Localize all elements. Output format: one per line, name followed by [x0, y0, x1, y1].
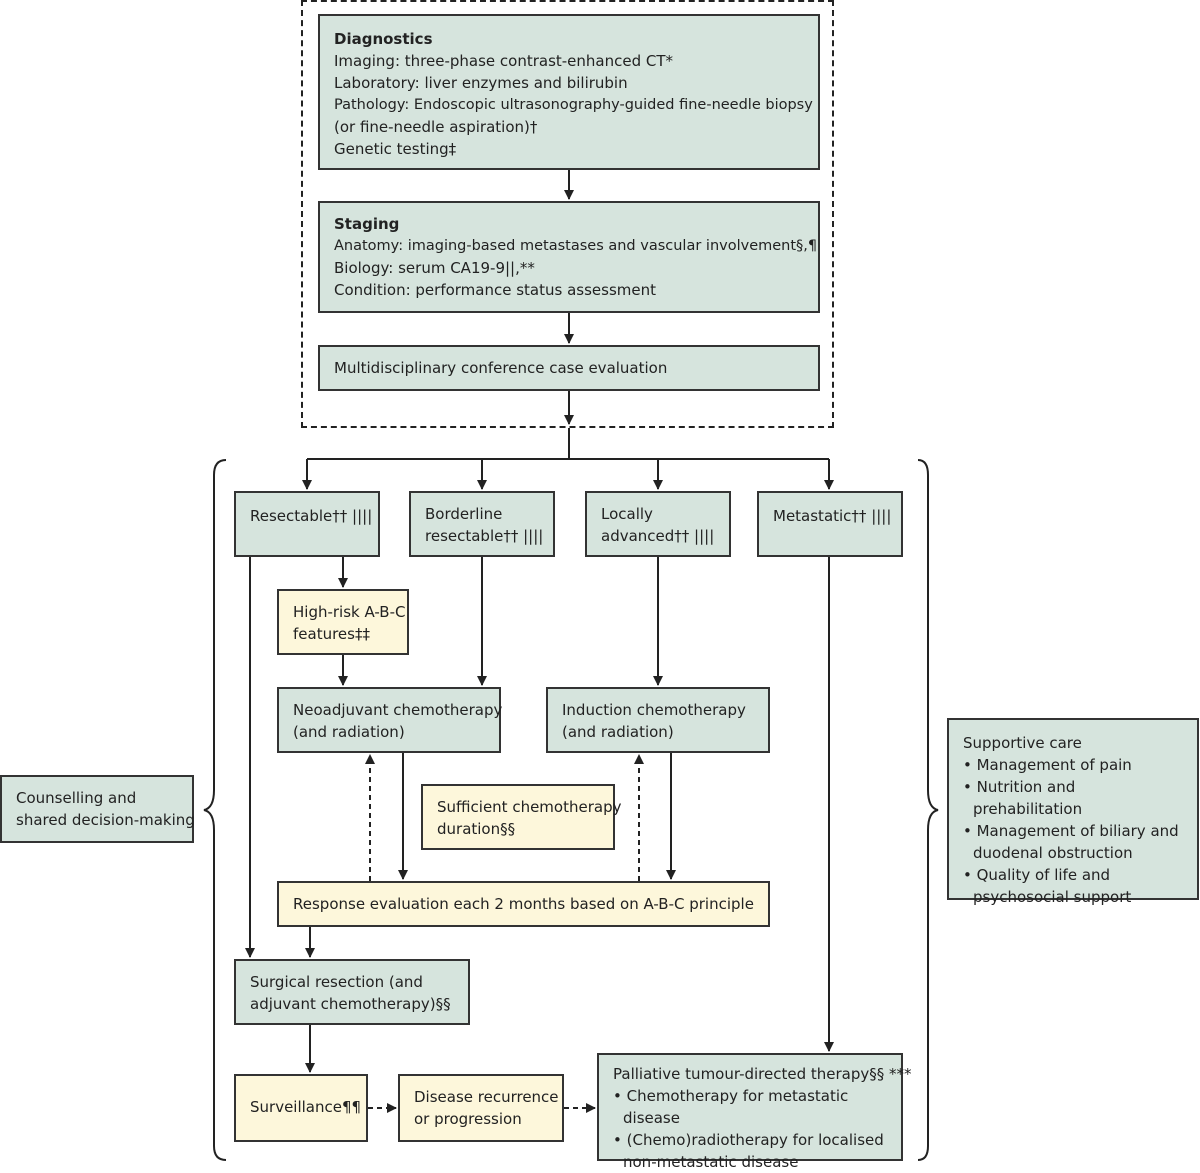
borderline-box: Borderline resectable†† |||| — [409, 491, 555, 557]
neoadjuvant-label-2: (and radiation) — [293, 723, 405, 741]
neoadjuvant-box: Neoadjuvant chemotherapy (and radiation) — [277, 687, 503, 753]
response-box: Response evaluation each 2 months based … — [277, 881, 770, 927]
resectable-box: Resectable†† |||| — [234, 491, 380, 557]
induction-box: Induction chemotherapy (and radiation) — [546, 687, 770, 753]
supportive-item-biliary: • Management of biliary and duodenal obs… — [963, 822, 1179, 862]
workup-dashed-frame — [301, 0, 834, 428]
diagnostics-genetic: Genetic testing‡ — [334, 140, 457, 158]
supportive-item-nutrition: • Nutrition and prehabilitation — [963, 778, 1083, 818]
diagnostics-title: Diagnostics — [334, 30, 433, 48]
borderline-label-2: resectable†† |||| — [425, 527, 544, 545]
palliative-title: Palliative tumour-directed therapy§§ *** — [613, 1065, 912, 1083]
supportive-item-quality: • Quality of life and psychosocial suppo… — [963, 866, 1132, 906]
diagnostics-pathology: Pathology: Endoscopic ultrasonography-gu… — [334, 97, 813, 113]
conference-box: Multidisciplinary conference case evalua… — [318, 345, 820, 391]
supportive-item-pain: • Management of pain — [963, 756, 1132, 774]
high-risk-label-2: features‡‡ — [293, 625, 370, 643]
recurrence-label-2: or progression — [414, 1110, 522, 1128]
metastatic-box: Metastatic†† |||| — [757, 491, 903, 557]
left-brace — [203, 459, 227, 1161]
counselling-label-1: Counselling and — [16, 789, 137, 807]
staging-anatomy: Anatomy: imaging-based metastases and va… — [334, 238, 818, 254]
locally-advanced-label-1: Locally — [601, 505, 653, 523]
diagnostics-imaging: Imaging: three-phase contrast-enhanced C… — [334, 52, 674, 70]
surveillance-label: Surveillance¶¶ — [250, 1098, 362, 1116]
staging-condition: Condition: performance status assessment — [334, 281, 657, 299]
locally-advanced-box: Locally advanced†† |||| — [585, 491, 731, 557]
sufficient-label-1: Sufficient chemotherapy — [437, 798, 622, 816]
surveillance-box: Surveillance¶¶ — [234, 1074, 368, 1142]
sufficient-box: Sufficient chemotherapy duration§§ — [421, 784, 622, 850]
borderline-label-1: Borderline — [425, 505, 503, 523]
palliative-item-chemo: • Chemotherapy for metastatic disease — [613, 1087, 849, 1127]
staging-biology: Biology: serum CA19-9||,** — [334, 259, 535, 277]
locally-advanced-label-2: advanced†† |||| — [601, 527, 715, 545]
recurrence-label-1: Disease recurrence — [414, 1088, 559, 1106]
diagnostics-pathology-cont: (or fine-needle aspiration)† — [334, 118, 538, 136]
counselling-label-2: shared decision-making — [16, 811, 195, 829]
conference-label: Multidisciplinary conference case evalua… — [334, 359, 668, 377]
supportive-title: Supportive care — [963, 734, 1082, 752]
metastatic-label: Metastatic†† |||| — [773, 507, 892, 525]
sufficient-label-2: duration§§ — [437, 820, 516, 838]
induction-label-2: (and radiation) — [562, 723, 674, 741]
right-brace — [917, 459, 939, 1161]
high-risk-box: High-risk A-B-C features‡‡ — [277, 589, 409, 655]
diagnostics-box: Diagnostics Imaging: three-phase contras… — [318, 14, 820, 170]
staging-box: Staging Anatomy: imaging-based metastase… — [318, 201, 820, 313]
response-label: Response evaluation each 2 months based … — [293, 895, 754, 913]
neoadjuvant-label-1: Neoadjuvant chemotherapy — [293, 701, 503, 719]
surgical-label-2: adjuvant chemotherapy)§§ — [250, 995, 451, 1013]
surgical-label-1: Surgical resection (and — [250, 973, 423, 991]
surgical-box: Surgical resection (and adjuvant chemoth… — [234, 959, 470, 1025]
counselling-box: Counselling and shared decision-making — [0, 775, 195, 843]
diagnostics-laboratory: Laboratory: liver enzymes and bilirubin — [334, 74, 628, 92]
high-risk-label-1: High-risk A-B-C — [293, 603, 406, 621]
resectable-label: Resectable†† |||| — [250, 507, 373, 525]
induction-label-1: Induction chemotherapy — [562, 701, 746, 719]
staging-title: Staging — [334, 215, 400, 233]
supportive-box: Supportive care • Management of pain • N… — [947, 718, 1199, 906]
recurrence-box: Disease recurrence or progression — [398, 1074, 564, 1142]
